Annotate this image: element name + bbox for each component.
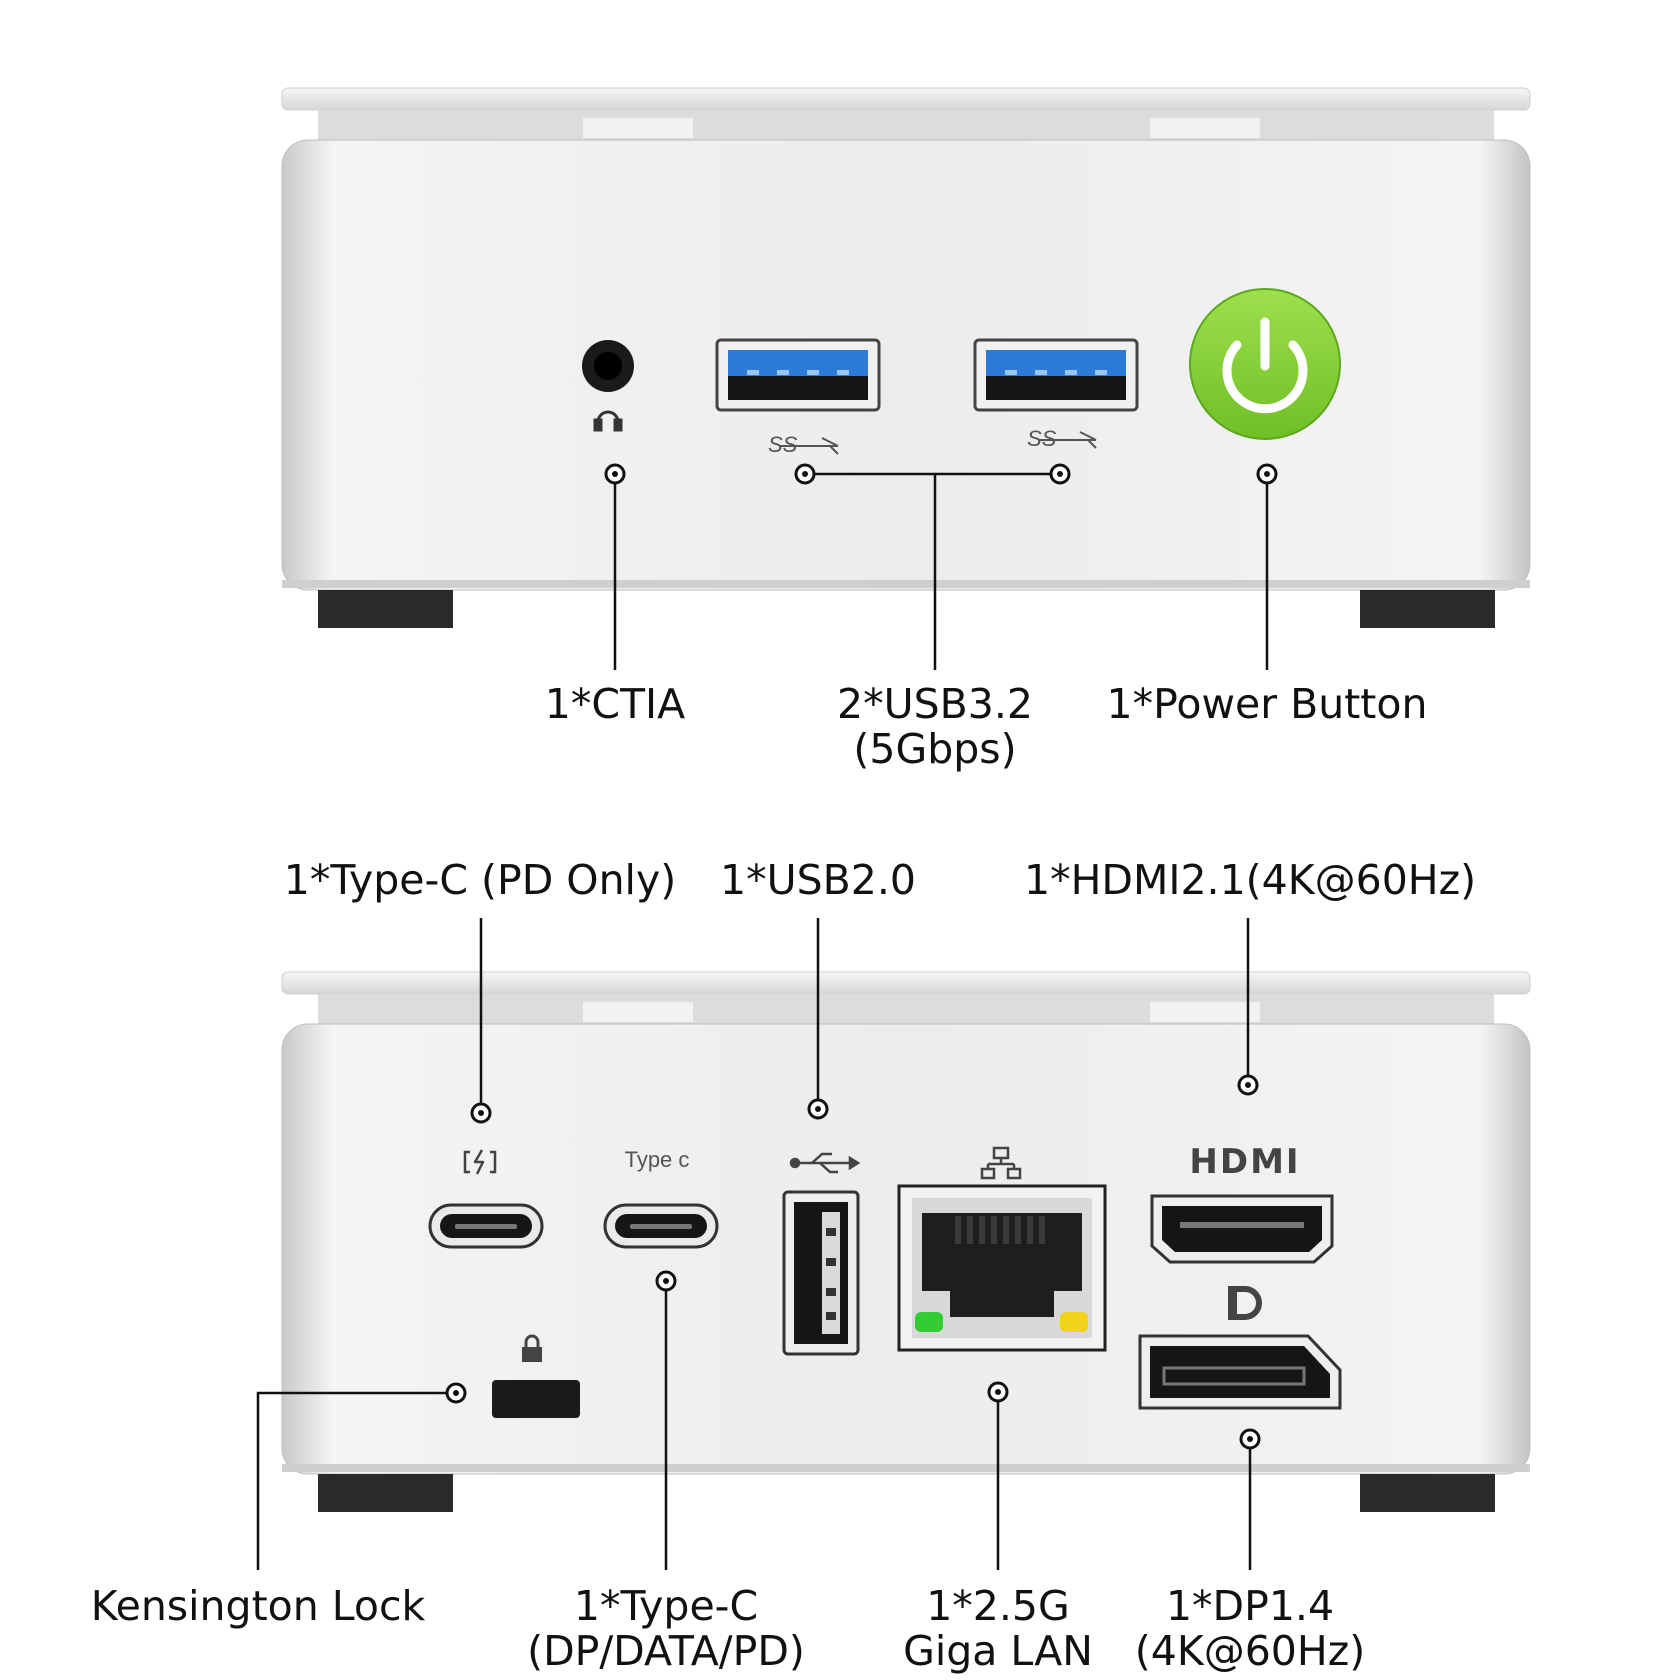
charge-icon bbox=[463, 1149, 497, 1175]
dp-logo-icon bbox=[1228, 1286, 1262, 1320]
foot bbox=[1360, 590, 1495, 628]
dp-port bbox=[1138, 1334, 1342, 1410]
lan-port bbox=[897, 1184, 1107, 1352]
audio-jack bbox=[582, 340, 634, 392]
typec-full-port bbox=[603, 1203, 719, 1249]
usb-icon bbox=[789, 1152, 861, 1174]
usb3-port-left bbox=[715, 338, 881, 412]
usb3-port-right bbox=[973, 338, 1139, 412]
lock-icon bbox=[522, 1334, 542, 1362]
hdmi-port bbox=[1150, 1194, 1334, 1264]
ss-mark-left: SS bbox=[768, 432, 798, 457]
typec-full-label-line1: 1*Type-C bbox=[573, 1582, 759, 1630]
dp-label-line2: (4K@60Hz) bbox=[1134, 1627, 1366, 1675]
ctia-label: 1*CTIA bbox=[544, 680, 686, 728]
callout-lines bbox=[256, 472, 1269, 1570]
typec-pd-port bbox=[428, 1203, 544, 1249]
callout-dot-centers bbox=[453, 471, 1270, 1442]
typec-marking: Type c bbox=[625, 1147, 690, 1172]
hdmi-logo: HDMI bbox=[1189, 1142, 1300, 1182]
usb2-port bbox=[782, 1190, 860, 1356]
front-device: SS SS bbox=[281, 87, 1531, 628]
ss-mark-right: SS bbox=[1027, 426, 1057, 451]
network-icon bbox=[980, 1146, 1022, 1180]
kensington-slot bbox=[492, 1380, 580, 1418]
usb32-label-line2: (5Gbps) bbox=[853, 725, 1017, 773]
power-button-label: 1*Power Button bbox=[1106, 680, 1428, 728]
dp-label-line1: 1*DP1.4 bbox=[1165, 1582, 1335, 1630]
foot bbox=[1360, 1474, 1495, 1512]
lan-label-line1: 1*2.5G bbox=[926, 1582, 1070, 1630]
power-icon bbox=[1222, 317, 1308, 414]
hdmi-label: 1*HDMI2.1(4K@60Hz) bbox=[1024, 856, 1477, 904]
usb32-label-line1: 2*USB3.2 bbox=[837, 680, 1033, 728]
foot bbox=[318, 590, 453, 628]
led-yellow bbox=[1060, 1312, 1088, 1332]
rear-device: Type c bbox=[281, 971, 1531, 1512]
kensington-label: Kensington Lock bbox=[90, 1582, 426, 1630]
typec-pd-label: 1*Type-C (PD Only) bbox=[283, 856, 677, 904]
typec-full-label-line2: (DP/DATA/PD) bbox=[527, 1627, 805, 1675]
foot bbox=[318, 1474, 453, 1512]
power-button[interactable] bbox=[1189, 288, 1341, 440]
headphone-icon bbox=[593, 410, 623, 432]
lan-label-line2: Giga LAN bbox=[903, 1627, 1093, 1675]
led-green bbox=[915, 1312, 943, 1332]
ss-usb-icon bbox=[780, 431, 1097, 455]
usb20-label: 1*USB2.0 bbox=[720, 856, 916, 904]
